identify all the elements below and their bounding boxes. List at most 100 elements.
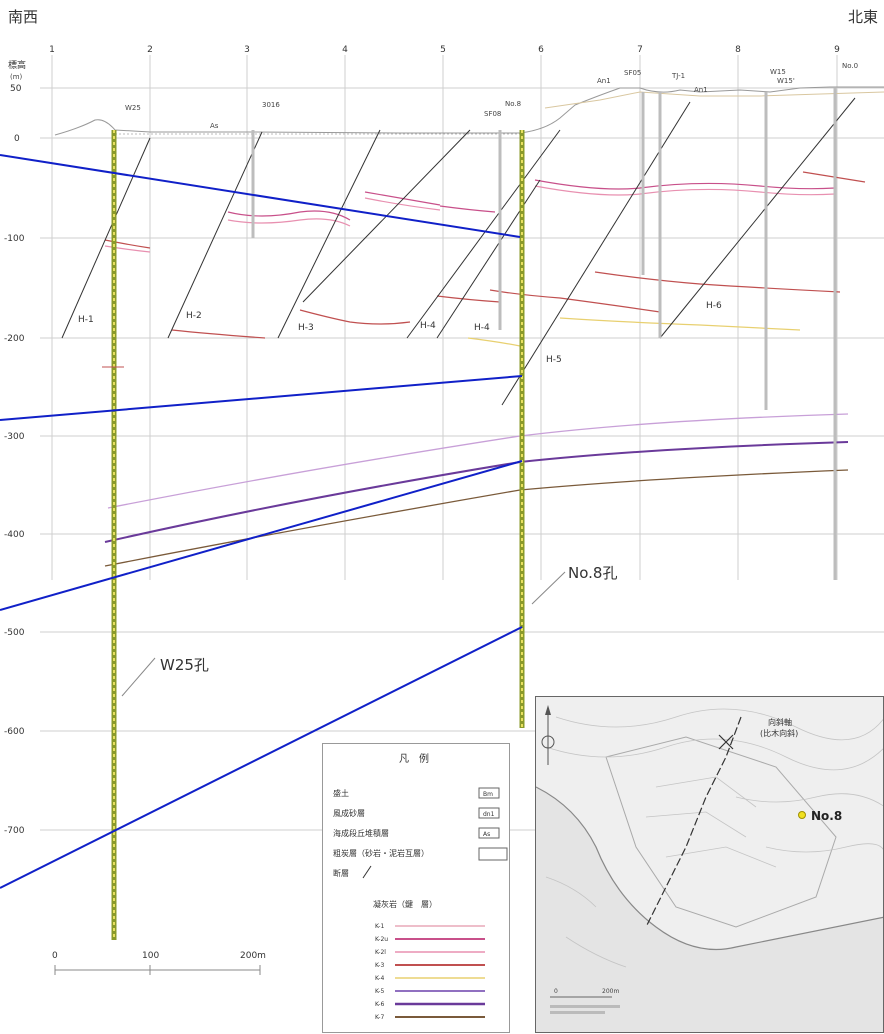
key-bed-name: K-2l: [375, 949, 386, 956]
legend-item-label: 風成砂層: [333, 808, 365, 818]
fault-labels: H-1 H-2 H-3 H-4 H-4 H-5 H-6: [78, 301, 722, 365]
elev-tick: -700: [4, 826, 25, 836]
map-scale-bar: 0 200m: [550, 988, 620, 1014]
blue-connector-lines: [0, 154, 523, 889]
fault-label: H-4: [474, 323, 490, 333]
col-number: 3: [244, 45, 250, 55]
borehole-label: SF05: [624, 69, 641, 77]
map-scale-label: 0: [554, 988, 558, 995]
col-number: 8: [735, 45, 741, 55]
no8-location-marker: [798, 811, 806, 819]
col-number: 4: [342, 45, 348, 55]
borehole-labels: W25 3016 As SF08 No.8 An1 SF05 TJ-1 An1 …: [125, 62, 858, 130]
borehole-w25: [102, 130, 124, 940]
other-boreholes: [251, 88, 837, 580]
borehole-label: No.0: [842, 62, 858, 70]
syncline-symbol: [718, 734, 734, 750]
legend-item-label: 盛土: [333, 788, 349, 798]
callout-no8: No.8孔: [531, 564, 617, 605]
fault-label: H-4: [420, 321, 436, 331]
elev-title: 標高: [8, 59, 26, 71]
legend-item-code: Bm: [483, 791, 493, 798]
legend-subtitle: 凝灰岩（鍵 層）: [373, 899, 437, 909]
borehole-label: W25: [125, 104, 141, 112]
legend-graphic: 凡 例 盛土 Bm 風成砂層 dn1 海成段丘堆積層 As 粗炭層（砂岩・泥岩互…: [333, 752, 508, 1021]
legend-swatch: [478, 807, 500, 819]
borehole-label: An1: [597, 77, 611, 85]
legend: 凡 例 盛土 Bm 風成砂層 dn1 海成段丘堆積層 As 粗炭層（砂岩・泥岩互…: [322, 743, 510, 1033]
syncline-axis: [645, 716, 742, 928]
scale-label: 100: [142, 951, 159, 961]
col-number: 2: [147, 45, 153, 55]
fault-label: H-2: [186, 311, 202, 321]
borehole-label: An1: [694, 86, 708, 94]
elev-tick: -500: [4, 628, 25, 638]
map-contours: [545, 708, 883, 968]
legend-item-label: 断層: [333, 868, 349, 878]
fault-label: H-1: [78, 315, 94, 325]
fault-symbol: [362, 865, 372, 879]
col-number: 1: [49, 45, 55, 55]
legend-key-beds: K-1 K-2u K-2l K-3 K-4 K-5 K-6 K-7: [375, 923, 485, 1021]
syncline-title: 向斜軸: [768, 717, 792, 727]
legend-item-code: dn1: [483, 811, 495, 818]
elev-tick: -300: [4, 432, 25, 442]
fault-lines: [61, 97, 856, 406]
borehole-label: W15': [777, 77, 795, 85]
col-number: 9: [834, 45, 840, 55]
dune-sand: [544, 91, 884, 109]
key-bed-name: K-4: [375, 975, 384, 982]
fault-label: H-3: [298, 323, 314, 333]
map-site-outline: [605, 736, 837, 928]
elev-tick: -200: [4, 334, 25, 344]
callout-label-w25: W25孔: [160, 656, 209, 674]
legend-swatch: [478, 787, 500, 799]
borehole-label: SF08: [484, 110, 501, 118]
legend-swatch: [478, 827, 500, 839]
elev-tick: -600: [4, 727, 25, 737]
map-point-label: No.8: [811, 809, 842, 823]
elev-unit: (m): [10, 73, 23, 81]
col-number: 7: [637, 45, 643, 55]
elev-tick: 50: [10, 84, 22, 94]
scale-bar: 0 100 200m: [52, 951, 266, 975]
north-arrow-icon: [541, 705, 555, 765]
map-coastline: [536, 786, 883, 950]
fault-label: H-6: [706, 301, 722, 311]
direction-northeast: 北東: [848, 8, 878, 26]
elevation-axis: 標高 (m) 50 0 -100 -200 -300 -400 -500 -60…: [4, 59, 26, 836]
borehole-label: No.8: [505, 100, 521, 108]
key-bed-name: K-7: [375, 1014, 384, 1021]
map-coast-area: [536, 787, 883, 1032]
legend-title: 凡 例: [399, 752, 429, 765]
fault-label: H-5: [546, 355, 562, 365]
legend-item-label: 粗炭層（砂岩・泥岩互層）: [333, 848, 429, 858]
scale-label: 200m: [240, 951, 266, 961]
callout-w25: W25孔: [121, 656, 209, 697]
borehole-label: 3016: [262, 101, 280, 109]
direction-southwest: 南西: [8, 8, 38, 26]
location-map: 向斜軸 (比木向斜) No.8 0 200m: [535, 696, 884, 1033]
key-bed-name: K-6: [375, 1001, 384, 1008]
key-bed-name: K-5: [375, 988, 384, 995]
borehole-label: TJ-1: [671, 72, 685, 80]
legend-swatch: [478, 847, 508, 861]
legend-item-label: 海成段丘堆積層: [333, 828, 389, 838]
elev-tick: -100: [4, 234, 25, 244]
map-scale-label: 200m: [602, 988, 619, 995]
callout-label-no8: No.8孔: [568, 564, 617, 582]
scale-label: 0: [52, 951, 58, 961]
syncline-subtitle: (比木向斜): [760, 728, 798, 738]
col-number: 5: [440, 45, 446, 55]
map-graphic: 向斜軸 (比木向斜) No.8 0 200m: [536, 697, 883, 1032]
column-numbers: 1 2 3 4 5 6 7 8 9: [49, 45, 840, 55]
key-bed-name: K-2u: [375, 936, 388, 943]
borehole-label: W15: [770, 68, 786, 76]
legend-item-code: As: [483, 831, 490, 838]
ground-surface: [54, 86, 884, 136]
borehole-label: As: [210, 122, 219, 130]
col-number: 6: [538, 45, 544, 55]
elev-tick: -400: [4, 530, 25, 540]
elev-tick: 0: [14, 134, 20, 144]
